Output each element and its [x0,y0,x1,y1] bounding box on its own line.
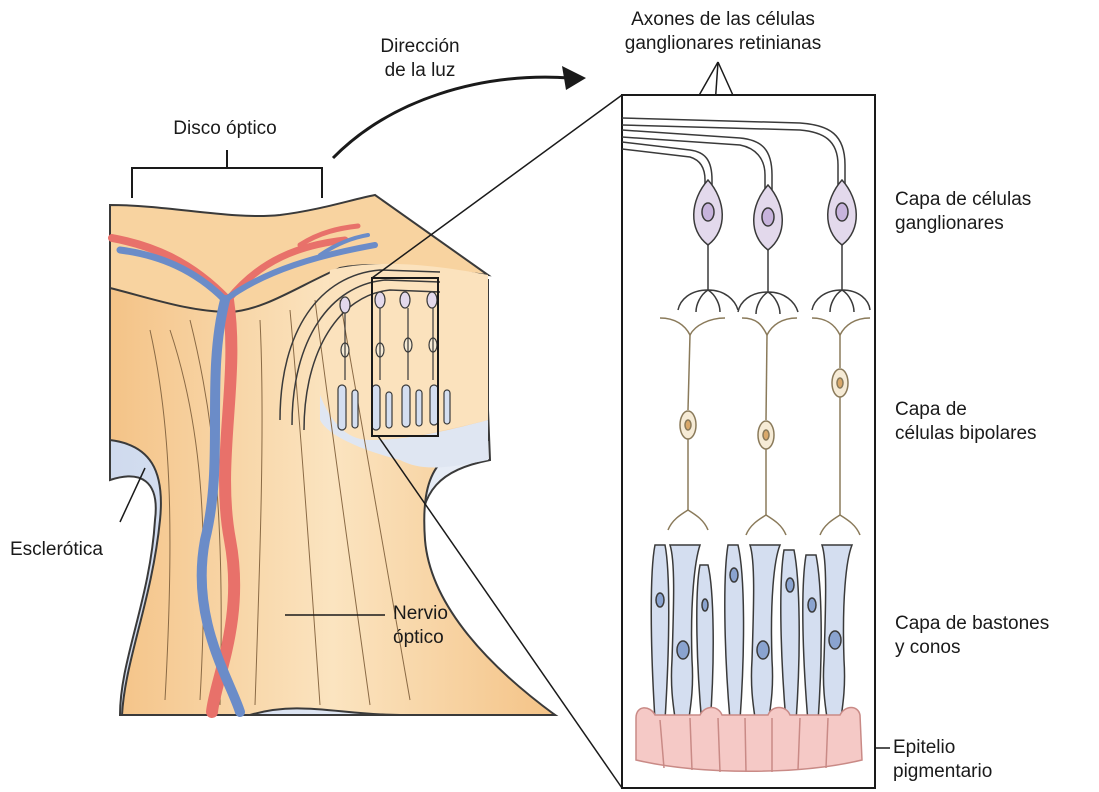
bipolar-label-line1: Capa de [895,398,1037,422]
axons-label: Axones de las células ganglionares retin… [598,8,848,56]
nerve-label-line2: óptico [393,626,448,650]
light-label-line2: de la luz [360,59,480,83]
sclera-label-text: Esclerótica [10,538,103,562]
pigment-epithelium [636,708,862,773]
optic-nerve-label: Nervio óptico [393,602,448,650]
pigment-epithelium-label: Epitelio pigmentario [893,736,992,784]
zoomed-retina-panel [622,95,875,788]
rod-cell [781,550,799,722]
light-label-line1: Dirección [360,35,480,59]
rods-label-line2: y conos [895,636,1049,660]
bipolar-label-line2: células bipolares [895,422,1037,446]
epithelium-label-line1: Epitelio [893,736,992,760]
axons-label-line2: ganglionares retinianas [598,32,848,56]
rods-cones-layer-label: Capa de bastones y conos [895,612,1049,660]
rod-cell [651,545,669,720]
rod-cell [803,555,821,722]
ganglion-layer-label: Capa de células ganglionares [895,188,1031,236]
sclera-label: Esclerótica [10,538,103,562]
epithelium-label-line2: pigmentario [893,760,992,784]
ganglion-label-line1: Capa de células [895,188,1031,212]
rods-label-line1: Capa de bastones [895,612,1049,636]
nerve-label-line1: Nervio [393,602,448,626]
optic-disc-label-text: Disco óptico [160,117,290,141]
optic-disc-bracket [132,150,322,198]
axons-label-line1: Axones de las células [598,8,848,32]
light-direction-label: Dirección de la luz [360,35,480,83]
rod-cell [697,565,713,725]
bipolar-layer-label: Capa de células bipolares [895,398,1037,446]
optic-disc-label: Disco óptico [160,117,290,141]
optic-disc-block [110,195,555,715]
ganglion-label-line2: ganglionares [895,212,1031,236]
